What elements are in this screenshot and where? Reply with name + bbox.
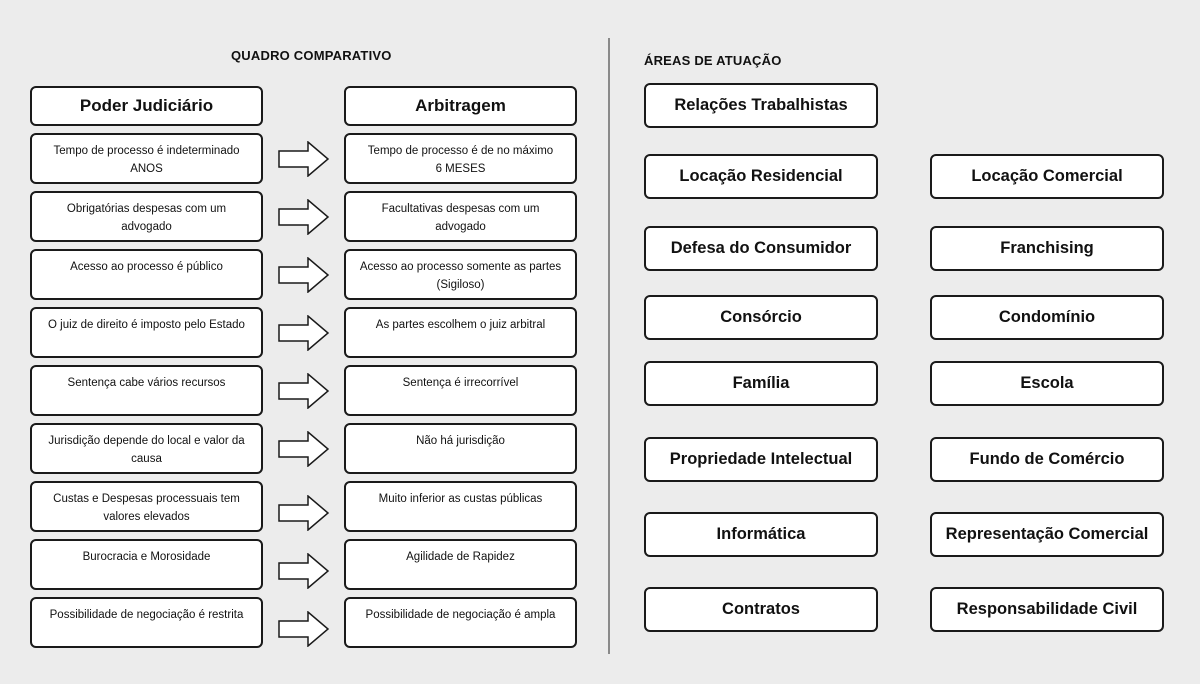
right-arrow-icon [278,611,330,647]
practice-area: Representação Comercial [930,512,1164,557]
arbitration-cell-text: Muito inferior as custas públicas [378,493,543,505]
arbitration-cell-text: Acesso ao processo somente as partes(Sig… [359,261,562,291]
areas-title: ÁREAS DE ATUAÇÃO [644,53,782,68]
practice-area: Responsabilidade Civil [930,587,1164,632]
arbitration-cell: Muito inferior as custas públicas [344,481,577,532]
practice-area: Franchising [930,226,1164,271]
arbitration-cell-text: Agilidade de Rapidez [406,551,515,563]
arbitration-cell: Não há jurisdição [344,423,577,474]
arbitration-cell: Sentença é irrecorrível [344,365,577,416]
judiciary-cell-text: Possibilidade de negociação é restrita [49,609,244,621]
practice-area: Fundo de Comércio [930,437,1164,482]
practice-area: Informática [644,512,878,557]
judiciary-cell-text: O juiz de direito é imposto pelo Estado [48,319,245,331]
comparison-title: QUADRO COMPARATIVO [231,48,392,63]
practice-area: Escola [930,361,1164,406]
practice-area: Consórcio [644,295,878,340]
arbitration-cell-text: Possibilidade de negociação é ampla [365,609,556,621]
practice-area: Propriedade Intelectual [644,437,878,482]
right-arrow-icon [278,495,330,531]
practice-area: Locação Comercial [930,154,1164,199]
judiciary-cell: Sentença cabe vários recursos [30,365,263,416]
arbitration-cell: Acesso ao processo somente as partes(Sig… [344,249,577,300]
practice-area: Relações Trabalhistas [644,83,878,128]
arbitration-cell-text: As partes escolhem o juiz arbitral [375,319,546,331]
judiciary-cell: Burocracia e Morosidade [30,539,263,590]
practice-area: Condomínio [930,295,1164,340]
practice-area: Defesa do Consumidor [644,226,878,271]
judiciary-header: Poder Judiciário [30,86,263,126]
arbitration-cell: Agilidade de Rapidez [344,539,577,590]
practice-area: Contratos [644,587,878,632]
judiciary-cell-text: Sentença cabe vários recursos [67,377,226,389]
right-arrow-icon [278,315,330,351]
practice-area: Locação Residencial [644,154,878,199]
judiciary-cell-text: Acesso ao processo é público [70,261,223,273]
section-divider [608,38,610,654]
judiciary-cell: Acesso ao processo é público [30,249,263,300]
judiciary-cell: O juiz de direito é imposto pelo Estado [30,307,263,358]
arbitration-header: Arbitragem [344,86,577,126]
practice-area: Família [644,361,878,406]
right-arrow-icon [278,373,330,409]
judiciary-cell-text: Burocracia e Morosidade [82,551,211,563]
right-arrow-icon [278,199,330,235]
right-arrow-icon [278,553,330,589]
arbitration-cell-text: Sentença é irrecorrível [402,377,519,389]
arbitration-cell-text: Não há jurisdição [416,435,505,447]
right-arrow-icon [278,431,330,467]
right-arrow-icon [278,257,330,293]
arbitration-cell: As partes escolhem o juiz arbitral [344,307,577,358]
right-arrow-icon [278,141,330,177]
judiciary-cell: Possibilidade de negociação é restrita [30,597,263,648]
arbitration-cell: Possibilidade de negociação é ampla [344,597,577,648]
